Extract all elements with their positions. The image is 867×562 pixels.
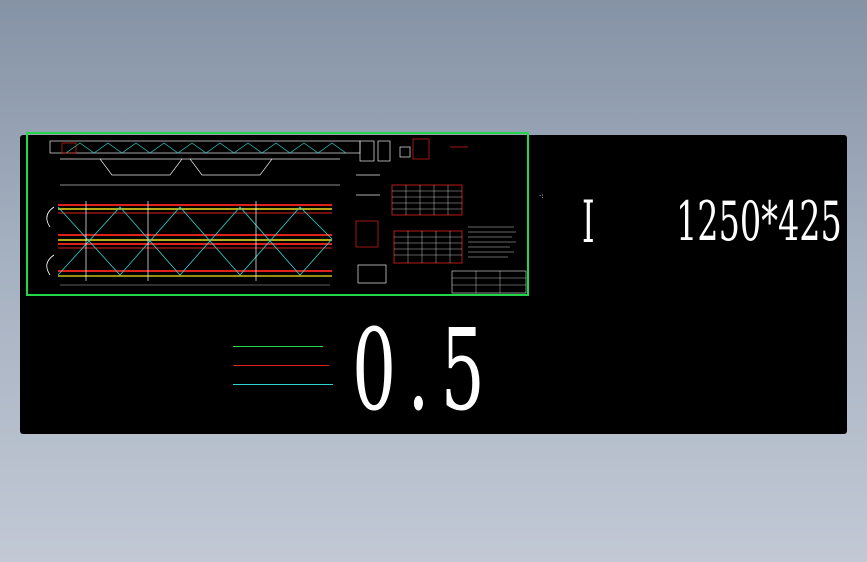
- end-block: [61, 142, 77, 154]
- rebar-table-1-grid: [392, 185, 462, 215]
- scale-value-label[interactable]: 0.5: [352, 306, 496, 436]
- title-block-grid: [452, 271, 526, 293]
- section-e: [355, 220, 379, 248]
- rebar-plan: [46, 201, 333, 286]
- section-a: [359, 140, 375, 162]
- rebar-table-2-grid: [394, 231, 462, 263]
- legend-line-green: [233, 346, 323, 347]
- drawing-sheet: [46, 138, 527, 294]
- section-d: [399, 146, 411, 158]
- haunch-1: [99, 158, 183, 176]
- rebar-table-1: [391, 184, 463, 216]
- rebar-tables: [391, 184, 527, 294]
- section-details: [355, 138, 468, 284]
- section-c: [412, 138, 430, 160]
- section-f: [357, 264, 387, 284]
- truss-web: [65, 142, 347, 154]
- legend-line-cyan: [233, 384, 333, 385]
- general-notes: [468, 226, 516, 258]
- section-b: [377, 140, 391, 162]
- beam-elevation: [49, 140, 361, 186]
- layer-legend: [233, 343, 333, 389]
- haunch-2: [189, 158, 273, 176]
- legend-line-red: [233, 365, 329, 366]
- title-block: [451, 270, 527, 294]
- side-mark: ·:: [539, 192, 544, 200]
- rebar-table-2: [393, 230, 463, 264]
- beam-type-label[interactable]: I: [582, 188, 595, 256]
- beam-size-label[interactable]: 1250*425: [676, 190, 842, 253]
- diagonal-brace: [57, 206, 333, 276]
- cad-model-space[interactable]: ·: I 1250*425 0.5: [20, 132, 847, 436]
- drawing-sheet-viewport[interactable]: [26, 132, 529, 296]
- end-hook: [46, 206, 55, 276]
